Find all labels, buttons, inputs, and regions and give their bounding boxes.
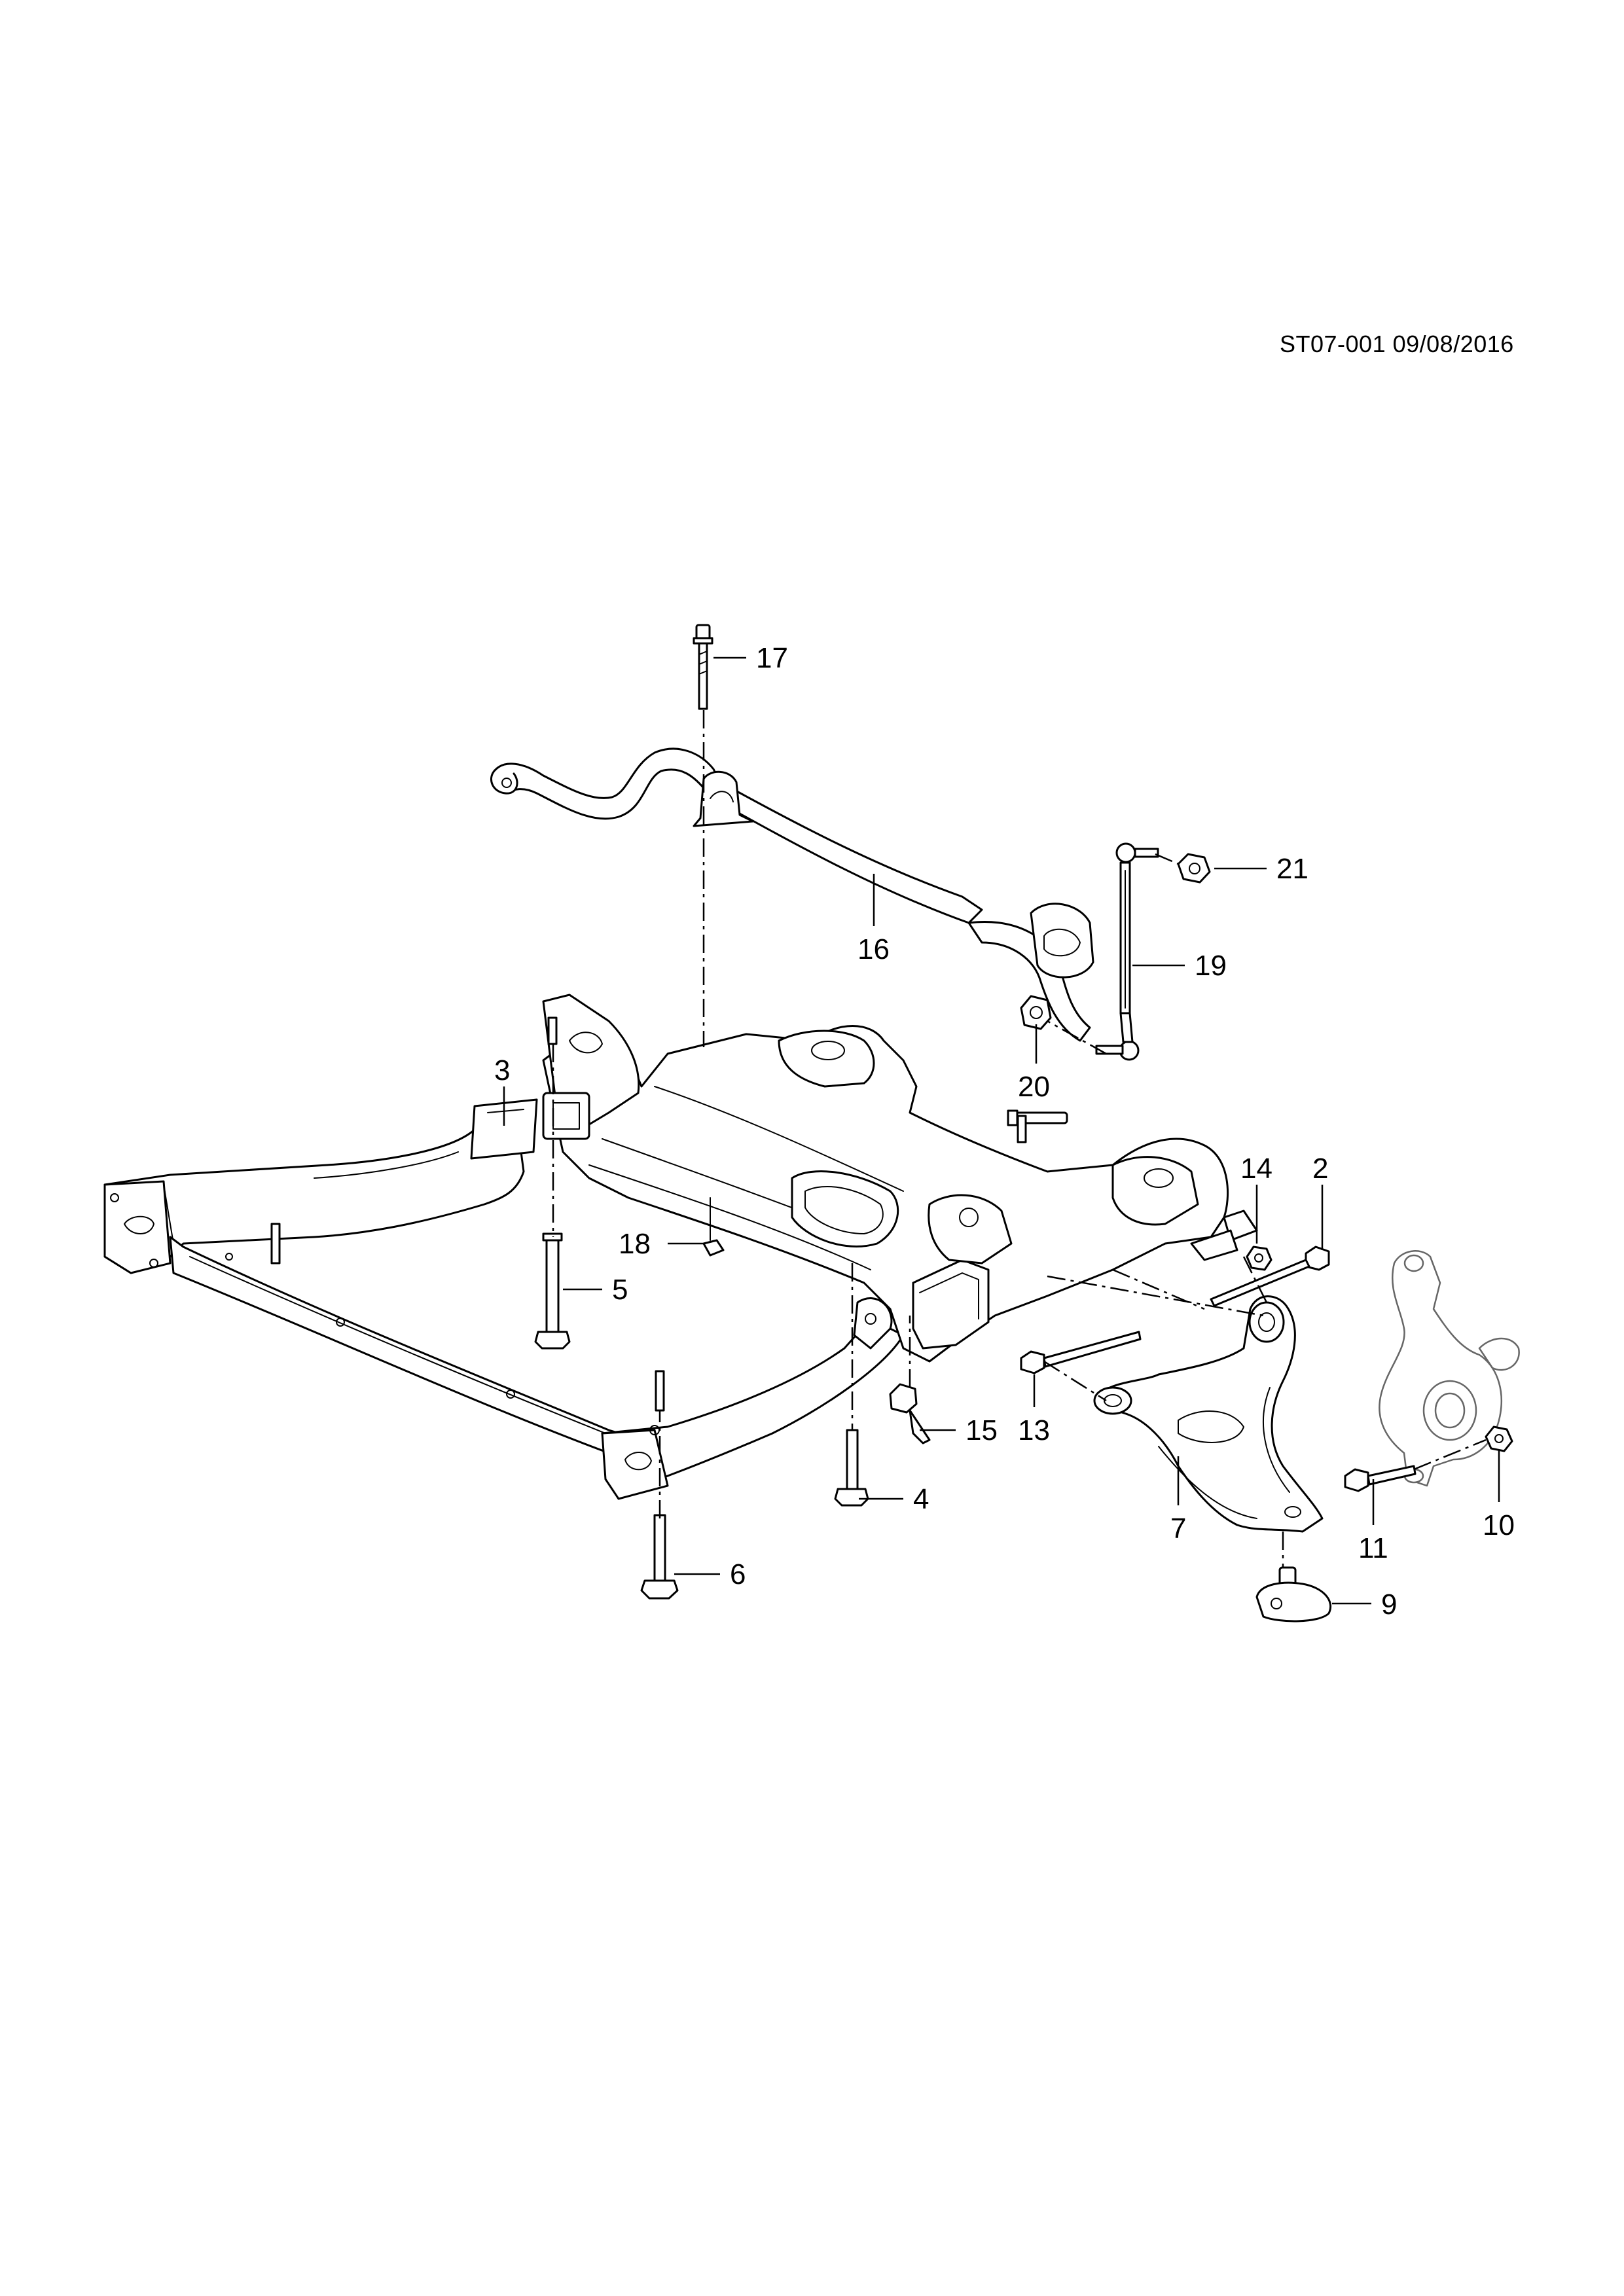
callout-10: 10 [1483,1509,1515,1541]
stabilizer-link-19[interactable] [1095,842,1159,1061]
callout-21: 21 [1276,853,1308,885]
nut-10[interactable] [1485,1426,1513,1452]
callout-2: 2 [1312,1153,1328,1185]
ball-joint-9[interactable] [1255,1566,1332,1623]
stabilizer-bushing-left[interactable] [693,770,754,827]
callout-6: 6 [730,1558,746,1590]
callout-19: 19 [1195,950,1227,982]
stabilizer-bushing-right[interactable] [1030,903,1094,978]
stabilizer-bar[interactable] [490,747,1091,1042]
callout-17: 17 [756,642,788,674]
steering-knuckle[interactable] [1379,1250,1520,1487]
document-code: ST07-001 09/08/2016 [1280,331,1514,357]
callout-11: 11 [1358,1532,1388,1564]
callout-15: 15 [965,1414,998,1446]
callout-13: 13 [1018,1414,1050,1446]
bolt-4[interactable] [834,1429,869,1507]
callout-16: 16 [857,933,890,965]
callout-18: 18 [619,1228,651,1260]
callout-14: 14 [1240,1153,1272,1185]
callout-20: 20 [1018,1071,1050,1103]
bolt-17[interactable] [693,624,713,710]
callout-3: 3 [494,1054,510,1086]
bolt-5[interactable] [534,1232,571,1350]
callout-9: 9 [1381,1588,1397,1621]
lower-control-arm-7[interactable] [1093,1295,1324,1533]
callout-4: 4 [913,1483,929,1515]
bolt-2[interactable] [1210,1246,1330,1307]
callout-5: 5 [612,1274,628,1306]
nut-14[interactable] [1246,1246,1272,1271]
callout-numbers: 17 16 21 19 20 3 14 2 18 5 13 15 4 6 7 1… [494,642,1515,1621]
callout-7: 7 [1170,1513,1186,1545]
nut-21[interactable] [1177,853,1211,884]
nut-15[interactable] [889,1383,931,1444]
bolt-6[interactable] [640,1514,679,1600]
assembly-lines [552,710,1487,1568]
stud-subframe-top[interactable] [270,1016,1027,1412]
nut-20[interactable] [1020,995,1052,1030]
clip-18[interactable] [702,1197,725,1257]
bolt-11[interactable] [1344,1465,1416,1492]
leader-lines [503,656,1500,1605]
bolt-13[interactable] [1020,1331,1142,1374]
